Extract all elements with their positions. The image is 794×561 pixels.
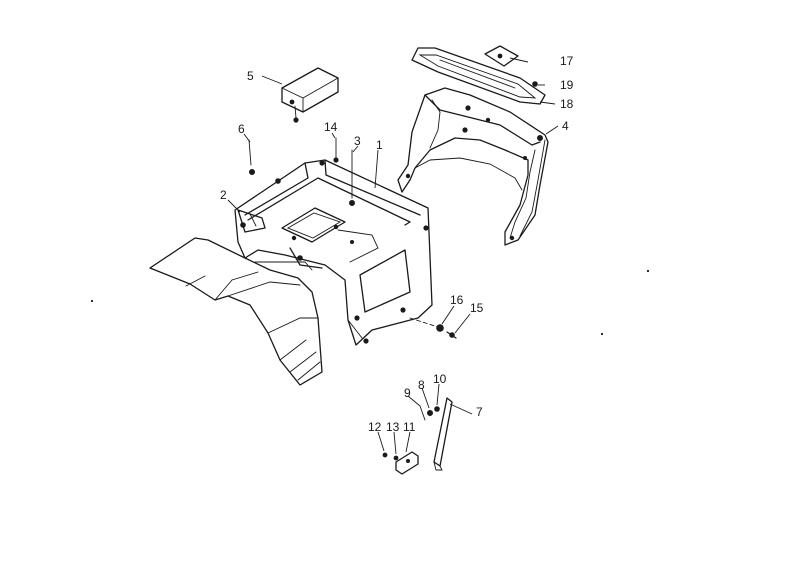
callout-9: 9: [404, 386, 411, 400]
callout-10: 10: [433, 372, 447, 386]
bracket-part-2: [237, 209, 266, 233]
callout-15: 15: [470, 301, 484, 315]
callout-6: 6: [238, 122, 245, 136]
callout-18: 18: [560, 97, 574, 111]
centerline-15-16: [409, 317, 439, 328]
screw-part-6: [248, 139, 255, 175]
leader-lines: [227, 57, 559, 455]
callout-5: 5: [247, 69, 254, 83]
callout-17: 17: [560, 54, 574, 68]
fastener-part-8: [426, 409, 433, 416]
hood-outline: [149, 237, 323, 386]
screw-part-19: [532, 81, 538, 87]
callout-2: 2: [220, 188, 227, 202]
scan-speckles: [90, 269, 650, 336]
callout-11: 11: [403, 420, 416, 434]
dash-panel-part-1: [234, 159, 433, 346]
screw-part-14: [333, 137, 339, 163]
callout-labels: 5 6 14 3 1 2 17 19 18 4 16 15 7 9 8 10 1…: [220, 54, 574, 434]
screw-part-3: [348, 149, 355, 206]
callout-4: 4: [562, 119, 569, 133]
fastener-part-10: [434, 406, 440, 412]
callout-19: 19: [560, 78, 574, 92]
washer-part-16: [436, 324, 444, 332]
latch-plate-part-17: [484, 45, 519, 67]
callout-16: 16: [450, 293, 464, 307]
callout-14: 14: [324, 120, 338, 134]
callout-1: 1: [376, 138, 383, 152]
callout-12: 12: [368, 420, 382, 434]
screw-part-12: [382, 452, 388, 458]
fender-shroud-part-4: [397, 87, 549, 246]
control-rod-part-7: [433, 397, 453, 471]
callout-13: 13: [386, 420, 400, 434]
fastener-part-9: [419, 405, 426, 421]
bracket-part-11: [395, 451, 419, 475]
callout-8: 8: [418, 378, 425, 392]
callout-3: 3: [354, 134, 361, 148]
gasket-frame-part-18: [411, 47, 546, 105]
cover-plate-part-5: [281, 67, 339, 123]
callout-7: 7: [476, 405, 483, 419]
bolt-part-15: [446, 331, 457, 339]
screw-part-13: [393, 455, 399, 461]
